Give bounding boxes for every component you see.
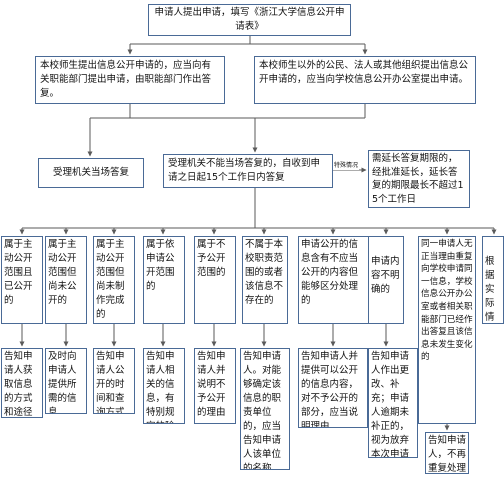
- category-1: 属于主动公开范围且已公开的: [1, 236, 43, 324]
- category-8: 申请内容不明确的: [368, 236, 404, 324]
- category-10: 根据实际情况作出的其他答复: [482, 236, 504, 324]
- response-8: 告知申请人作出更改、补充；申请人逾期未补正的，视为放弃本次申请: [368, 348, 418, 458]
- step-extension: 需延长答复期限的，经批准延长，延长答复的期限最长不超过15个工作日: [368, 150, 470, 208]
- branch-staff-students: 本校师生提出信息公开申请的，应当向有关职能部门提出申请，由职能部门作出答复。: [35, 56, 225, 104]
- step-submit-application: 申请人提出申请，填写《浙江大学信息公开申请表》: [148, 4, 351, 36]
- response-6: 告知申请人。对能够确定该信息的职责单位的，应当告知申请人该单位的名称、联系方式: [240, 348, 290, 470]
- category-3: 属于主动公开范围但尚未制作完成的: [93, 236, 135, 324]
- step-reply-on-the-spot: 受理机关当场答复: [38, 158, 144, 188]
- category-7: 申请公开的信息含有不应当公开的内容但能够区分处理的: [298, 236, 370, 324]
- response-2: 及时向申请人提供所需的信息: [45, 348, 87, 414]
- category-2: 属于主动公开范围但尚未公开的: [45, 236, 87, 324]
- response-3: 告知申请人公开的时间和查询方式: [93, 348, 135, 414]
- response-9: 告知申请人，不再重复处理: [425, 432, 469, 474]
- response-1: 告知申请人获取信息的方式和途径: [1, 348, 43, 418]
- special-case-label: 特殊情况: [333, 162, 360, 170]
- response-5: 告知申请人并说明不予公开的理由: [194, 348, 236, 424]
- category-4: 属于依申请公开范围的: [143, 236, 185, 324]
- response-7: 告知申请人并提供可以公开的信息内容，对不予公开的部分，应当说明理由: [298, 348, 368, 428]
- category-6: 不属于本校职责范围的或者该信息不存在的: [242, 236, 288, 324]
- step-reply-within-15-days: 受理机关不能当场答复的，自收到申请之日起15个工作日内答复: [163, 154, 333, 188]
- response-4: 告知申请人相关的信息，有特别规定的除外: [143, 348, 185, 424]
- branch-external-applicants: 本校师生以外的公民、法人或其他组织提出信息公开申请的，应当向学校信息公开办公室提…: [254, 56, 476, 104]
- category-5: 属于不予公开范围的: [194, 236, 236, 324]
- category-9: 同一申请人无正当理由重复向学校申请同一信息，学校信息公开办公室或者相关职能部门已…: [418, 236, 476, 424]
